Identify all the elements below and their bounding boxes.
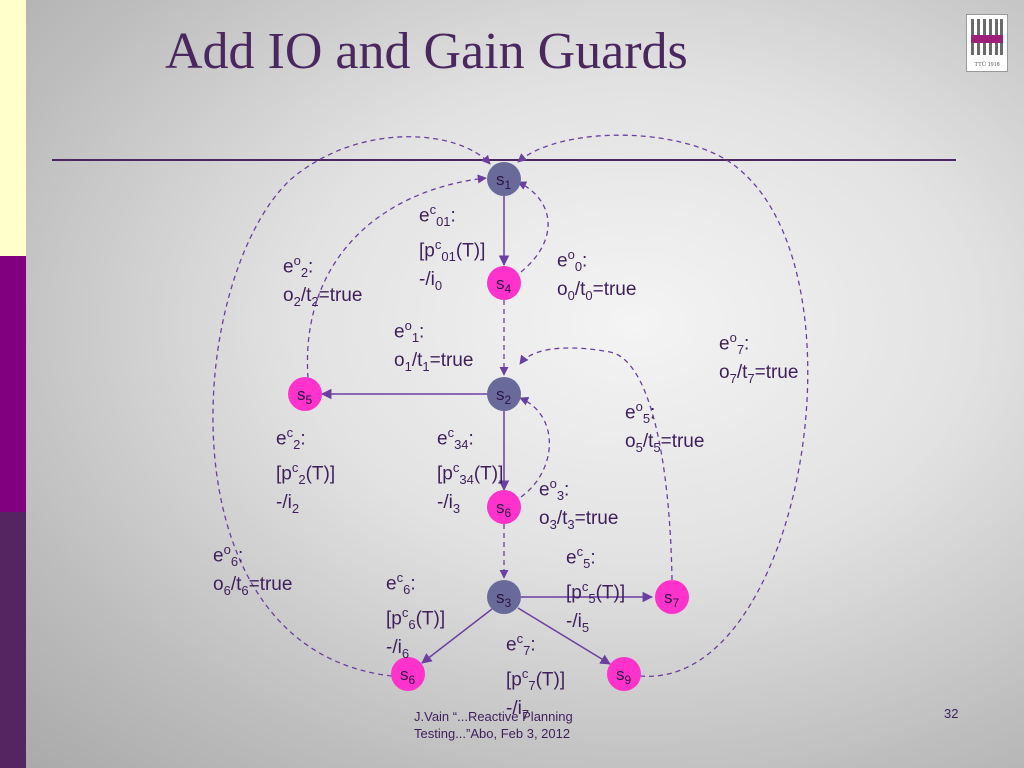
label-eo7: eo7: o7/t7=true <box>719 326 798 390</box>
edge-s3-s9 <box>517 607 611 665</box>
label-eo3: eo3: o3/t3=true <box>539 472 618 536</box>
node-s6a-label: s6 <box>496 498 512 520</box>
node-s2-circle <box>487 377 521 411</box>
label-eo3-line2: o3/t3=true <box>539 508 619 532</box>
label-eo5: eo5: o5/t5=true <box>625 395 704 459</box>
label-ec7-line3: -/i7 <box>506 698 530 723</box>
label-ec01-line1: ec01: <box>419 202 456 230</box>
label-ec7-line2: [pc7(T)] <box>506 666 566 694</box>
title-rule <box>52 159 956 161</box>
university-logo-icon: TTÜ 1918 <box>966 14 1008 72</box>
node-s1: s1 <box>487 162 521 196</box>
label-ec6-line2: [pc6(T)] <box>386 605 446 633</box>
node-s6b-circle <box>391 657 425 691</box>
label-ec2: ec2: [pc2(T)] -/i2 <box>276 421 335 520</box>
label-eo5-line1: eo5: <box>625 399 656 427</box>
node-s4-circle <box>487 266 521 300</box>
label-eo6: eo6: o6/t6=true <box>213 538 292 602</box>
label-eo6-line2: o6/t6=true <box>213 574 293 598</box>
node-s5-label: s5 <box>297 385 313 407</box>
edge-s3-s6b <box>421 608 493 664</box>
label-ec01-line3: -/i0 <box>419 269 443 294</box>
label-eo5-line2: o5/t5=true <box>625 431 705 455</box>
label-ec5: ec5: [pc5(T)] -/i5 <box>566 540 625 639</box>
label-eo3-line1: eo3: <box>539 476 570 504</box>
edge-s4-s1 <box>517 181 549 273</box>
slide-title: Add IO and Gain Guards <box>165 23 688 80</box>
label-ec5-line1: ec5: <box>566 544 596 572</box>
node-s5-circle <box>288 377 322 411</box>
label-ec5-line3: -/i5 <box>566 611 590 636</box>
label-eo1: eo1: o1/t1=true <box>394 314 473 378</box>
node-s1-label: s1 <box>496 170 512 192</box>
logo-text: TTÜ 1918 <box>974 62 1000 68</box>
page-number: 32 <box>944 706 959 721</box>
label-ec5-line2: [pc5(T)] <box>566 579 626 607</box>
node-s3-label: s3 <box>496 588 512 610</box>
node-s9-circle <box>607 657 641 691</box>
node-s6b-label: s6 <box>400 665 416 687</box>
node-s4: s4 <box>487 266 521 300</box>
label-ec6-line3: -/i6 <box>386 637 410 662</box>
label-eo7-line2: o7/t7=true <box>719 362 799 386</box>
label-ec7: ec7: [pc7(T)] -/i7 <box>506 627 565 726</box>
edge-s6b-s1 <box>212 136 491 677</box>
footer-line2: Testing...”Abo, Feb 3, 2012 <box>414 726 571 741</box>
label-eo0-line1: eo0: <box>557 247 588 275</box>
node-s3: s3 <box>487 580 521 614</box>
label-eo0: eo0: o0/t0=true <box>557 243 636 307</box>
footer-line1: J.Vain “...Reactive Planning <box>414 709 573 724</box>
label-eo1-line1: eo1: <box>394 318 425 346</box>
label-eo2: eo2: o2/t2=true <box>283 249 362 313</box>
label-eo2-line2: o2/t2=true <box>283 285 363 309</box>
label-eo0-line2: o0/t0=true <box>557 279 637 303</box>
label-ec34-line1: ec34: <box>437 425 474 453</box>
node-s6a: s6 <box>487 490 521 524</box>
side-band-purple <box>0 512 26 768</box>
label-eo1-line2: o1/t1=true <box>394 350 474 374</box>
label-ec2-line3: -/i2 <box>276 492 300 517</box>
node-s2: s2 <box>487 377 521 411</box>
node-s3-circle <box>487 580 521 614</box>
label-eo2-line1: eo2: <box>283 253 314 281</box>
label-eo7-line1: eo7: <box>719 330 750 358</box>
node-s6b: s6 <box>391 657 425 691</box>
label-ec01: ec01: [pc01(T)] -/i0 <box>419 198 485 297</box>
footer-citation: J.Vain “...Reactive Planning Testing...”… <box>414 708 573 742</box>
label-ec34: ec34: [pc34(T)] -/i3 <box>437 421 503 520</box>
node-s7-circle <box>655 580 689 614</box>
label-ec6-line1: ec6: <box>386 570 416 598</box>
node-s7-label: s7 <box>664 588 680 610</box>
node-s6a-circle <box>487 490 521 524</box>
side-band-magenta <box>0 256 26 512</box>
node-s5: s5 <box>288 377 322 411</box>
edge-s9-s1 <box>517 134 809 677</box>
node-s7: s7 <box>655 580 689 614</box>
label-ec34-line2: [pc34(T)] <box>437 460 504 488</box>
node-s2-label: s2 <box>496 385 512 407</box>
label-ec7-line1: ec7: <box>506 631 536 659</box>
label-eo6-line1: eo6: <box>213 542 244 570</box>
node-s9-label: s9 <box>616 665 632 687</box>
node-s1-circle <box>487 162 521 196</box>
side-band-yellow <box>0 0 26 256</box>
node-s4-label: s4 <box>496 274 512 296</box>
label-ec01-line2: [pc01(T)] <box>419 237 486 265</box>
label-ec34-line3: -/i3 <box>437 492 461 517</box>
edge-s7-s2 <box>519 347 673 581</box>
label-ec2-line2: [pc2(T)] <box>276 460 336 488</box>
label-ec6: ec6: [pc6(T)] -/i6 <box>386 566 445 665</box>
label-ec2-line1: ec2: <box>276 425 306 453</box>
node-s9: s9 <box>607 657 641 691</box>
